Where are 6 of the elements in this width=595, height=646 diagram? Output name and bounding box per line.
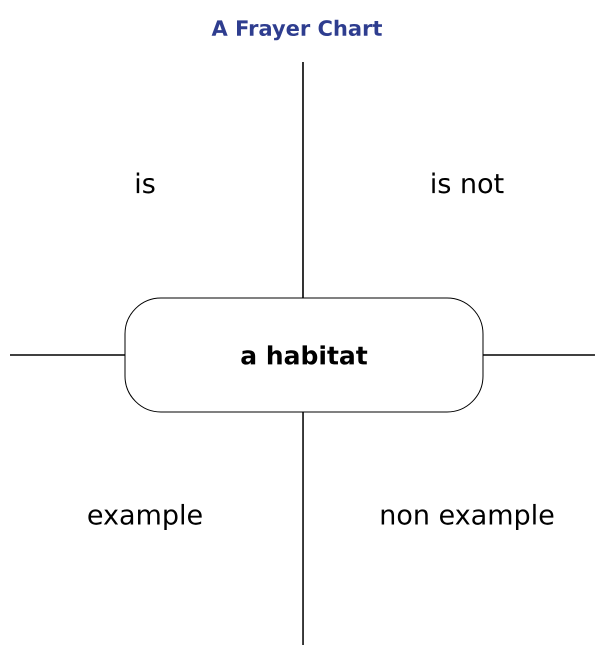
quadrant-label: is not [432,172,504,194]
quadrant-label: is [136,172,154,194]
title: A Frayer Chart [212,20,382,40]
quadrant-label: example [88,504,202,530]
quadrant-label: non example [382,504,554,530]
term-box: a habitat [124,298,484,412]
